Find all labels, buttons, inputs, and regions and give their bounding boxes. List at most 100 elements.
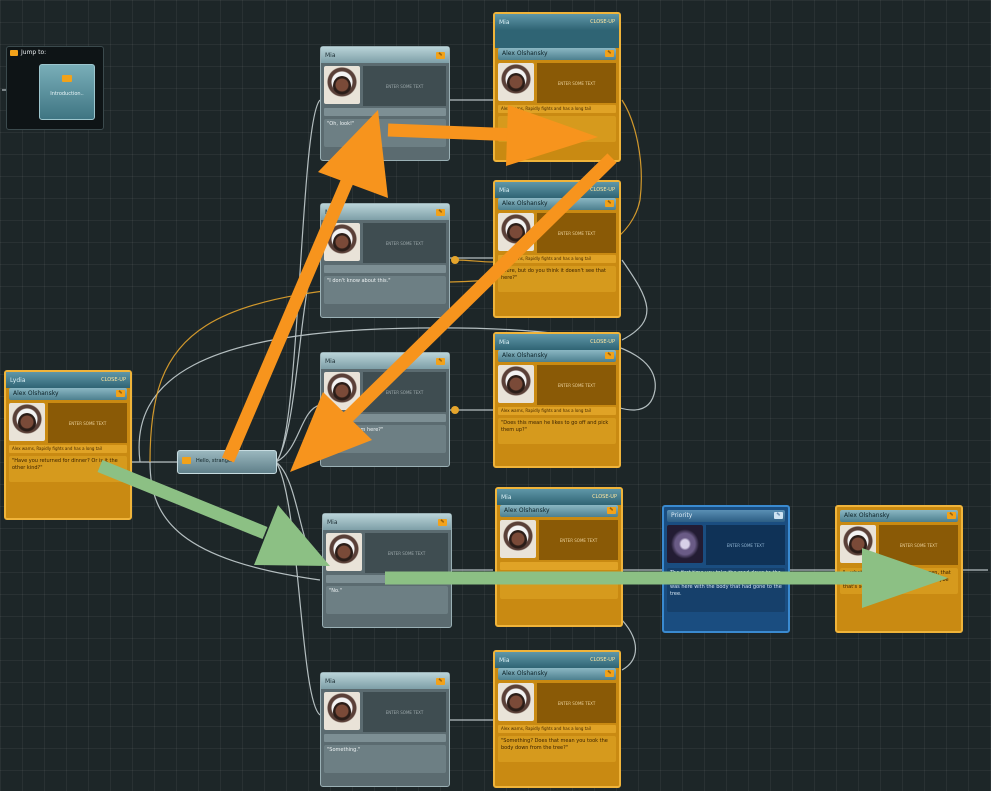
note-icon[interactable]: ✎ [774,512,783,519]
preview-area: ENTER SOME TEXT [706,525,785,565]
note-icon[interactable]: ✎ [605,352,614,359]
character-avatar [326,533,362,571]
node-subtext [500,562,618,570]
node-subtext: Alex warns, Rapidly fights and has a lon… [498,725,616,733]
socket [451,256,459,264]
jump-target-button[interactable]: Introduction.. [39,64,95,120]
dialogue-node-orange-5[interactable]: Mia CLOSE-UP Alex Olshansky✎ ENTER SOME T… [493,650,621,788]
note-icon[interactable]: ✎ [947,512,956,519]
dialogue-node-gray-3[interactable]: Mia✎ ENTER SOME TEXT "Is it even from he… [320,352,450,467]
node-speaker: Mia [499,186,510,194]
node-subtext: Alex warns, Rapidly fights and has a lon… [498,255,616,263]
node-subtext [324,265,446,273]
note-icon[interactable]: ✎ [116,390,125,397]
node-tag: CLOSE-UP [590,187,615,193]
node-tag: CLOSE-UP [592,494,617,500]
node-dialogue-text: "No." [326,586,448,614]
preview-area: ENTER SOME TEXT [363,372,446,412]
character-avatar [498,213,534,251]
node-title: Alex Olshansky✎ [500,505,618,517]
flag-icon [62,75,72,82]
note-icon[interactable]: ✎ [605,200,614,207]
wire [275,99,321,463]
character-avatar [840,525,876,563]
node-tag: CLOSE-UP [590,657,615,663]
dialogue-node-left[interactable]: Lydia CLOSE-UP Alex Olshansky✎ ENTER SOM… [4,370,132,520]
dialogue-node-final[interactable]: Alex Olshansky✎ ENTER SOME TEXT "...what… [835,505,963,633]
preview-area: ENTER SOME TEXT [539,520,618,560]
node-header: Mia CLOSE-UP [497,489,621,505]
preview-area: ENTER SOME TEXT [537,683,616,723]
note-icon[interactable]: ✎ [436,357,445,365]
flag-icon [182,457,191,464]
dialogue-node-orange-4[interactable]: Mia CLOSE-UP Alex Olshansky✎ ENTER SOME T… [495,487,623,627]
wire [149,461,321,581]
node-header: Mia✎ [321,353,449,369]
node-subtext [324,108,446,116]
node-subtext: Alex warns, Rapidly fights and has a lon… [498,407,616,415]
note-icon[interactable]: ✎ [605,50,614,57]
jump-to-node[interactable]: Jump to: Introduction.. [6,46,104,130]
node-tag: CLOSE-UP [590,19,615,25]
dialogue-node-gray-1[interactable]: Mia✎ ENTER SOME TEXT "Oh, look!" [320,46,450,161]
node-dialogue-text: The first time you take the road down to… [667,568,785,612]
node-speaker: Mia [499,338,510,346]
green-arrowhead-diagonal [254,505,330,566]
node-title: Alex Olshansky✎ [498,350,616,362]
note-icon[interactable]: ✎ [436,677,445,685]
node-speaker: Lydia [10,376,26,384]
wire [275,461,321,716]
node-speaker: Mia [327,518,338,526]
note-icon[interactable]: ✎ [436,51,445,59]
character-avatar [324,372,360,410]
node-dialogue-text [498,116,616,142]
hub-node[interactable]: Hello, stranger [177,450,277,474]
jump-to-label: Jump to: [7,47,103,56]
node-header: Mia ✎ [321,204,449,220]
node-speaker: Mia [501,493,512,501]
note-icon[interactable]: ✎ [438,518,447,526]
node-title: Priority✎ [667,510,785,522]
node-speaker: Mia [325,51,336,59]
node-dialogue-text: "I don't know about this." [324,276,446,304]
dialogue-node-blue[interactable]: Priority✎ ENTER SOME TEXT The first time… [662,505,790,633]
node-dialogue-text: "Sure, but do you think it doesn't see t… [498,266,616,292]
note-icon[interactable]: ✎ [605,670,614,677]
dialogue-node-gray-5[interactable]: Mia✎ ENTER SOME TEXT "Something." [320,672,450,787]
preview-area: ENTER SOME TEXT [537,365,616,405]
note-icon[interactable]: ✎ [436,208,445,216]
node-speaker: Mia [499,18,510,26]
jump-target-label: Introduction.. [50,91,84,97]
node-subtext [326,575,448,583]
dialogue-node-gray-4[interactable]: Mia ✎ ENTER SOME TEXT "No." [322,513,452,628]
preview-area: ENTER SOME TEXT [363,223,446,263]
wire [275,254,321,463]
wire [275,404,321,463]
preview-area: ENTER SOME TEXT [48,403,127,443]
node-header: Mia CLOSE-UP [495,334,619,350]
dialogue-node-gray-2[interactable]: Mia ✎ ENTER SOME TEXT "I don't know about… [320,203,450,318]
hub-label: Hello, stranger [196,458,234,464]
node-dialogue-text: "...what they think is going to happen, … [840,568,958,594]
node-title: Alex Olshansky✎ [498,668,616,680]
preview-area: ENTER SOME TEXT [365,533,448,573]
node-tag: CLOSE-UP [590,339,615,345]
wire [621,619,636,671]
node-dialogue-text: "Oh, look!" [324,119,446,147]
creature-portrait [667,525,703,563]
node-dialogue-text: "Have you returned for dinner? Or is it … [9,456,127,482]
node-header: Mia ✎ [323,514,451,530]
node-header: Mia ✎ [321,47,449,63]
socket [451,406,459,414]
note-icon[interactable]: ✎ [607,507,616,514]
node-dialogue-text: "No, the body is still in the trunk." [500,573,618,599]
node-tag: CLOSE-UP [101,377,126,383]
node-speaker: Mia [325,208,336,216]
preview-area: ENTER SOME TEXT [537,63,616,103]
node-dialogue-text: "Is it even from here?" [324,425,446,453]
node-speaker: Mia [499,656,510,664]
dialogue-node-orange-3[interactable]: Mia CLOSE-UP Alex Olshansky✎ ENTER SOME T… [493,332,621,468]
